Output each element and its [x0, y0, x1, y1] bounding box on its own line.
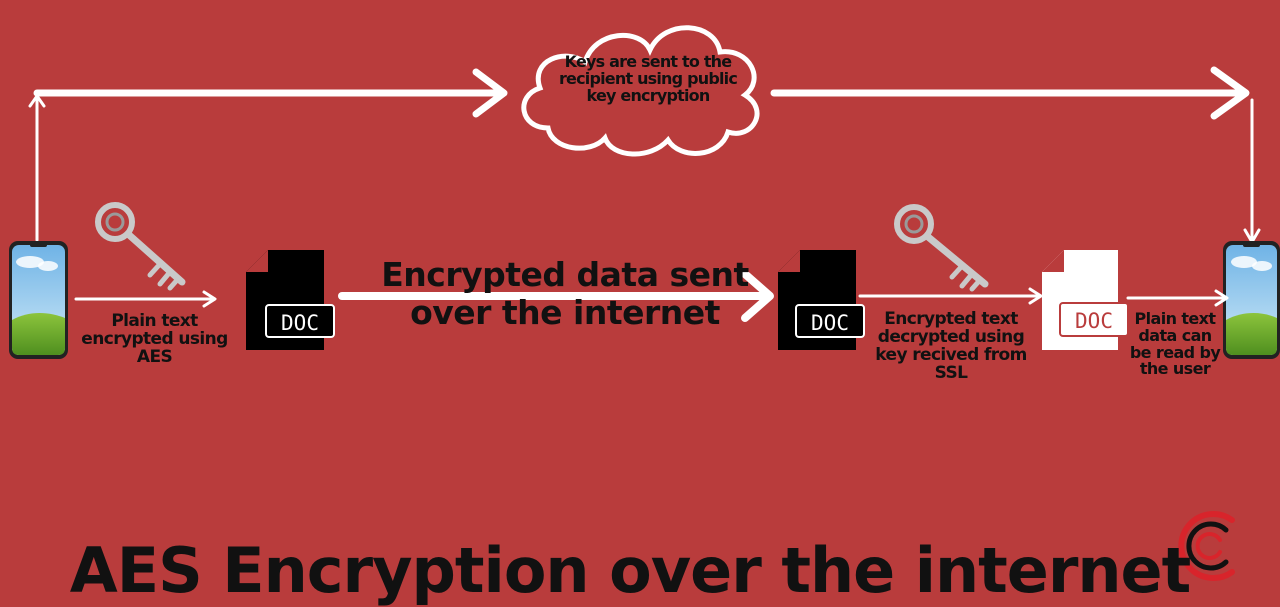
sender-phone-icon [9, 241, 68, 359]
encrypted-document-icon [246, 250, 335, 350]
encrypt-label-line-2: encrypted using [81, 328, 228, 349]
decrypt-label-line-2: decrypted using [877, 326, 1025, 347]
cloud-label: Keys are sent to the recipient using pub… [548, 52, 748, 105]
received-doc-label: DOC [811, 311, 849, 335]
logo-icon [1178, 511, 1235, 581]
decrypt-arrow [858, 287, 1043, 305]
read-label-line-3: be read by [1129, 342, 1221, 362]
encryption-key-icon [95, 202, 186, 291]
plain-document-icon [1042, 250, 1129, 350]
key-exchange-arrow-left [28, 68, 508, 242]
transmission-arrow [338, 270, 774, 322]
decrypt-label-line-1: Encrypted text [884, 309, 1018, 329]
encrypted-doc-label: DOC [281, 311, 319, 335]
encrypt-label-line-1: Plain text [111, 311, 198, 331]
read-label-line-4: the user [1139, 359, 1211, 379]
decrypt-label-line-3: key recived from [875, 344, 1027, 365]
read-arrow [1126, 289, 1229, 307]
decryption-key-icon [894, 204, 989, 292]
encrypt-label: Plain text encrypted using AES [62, 311, 247, 367]
cloud-icon [521, 25, 760, 157]
decrypt-label-line-4: SSL [934, 362, 968, 383]
read-label-line-2: data can [1138, 325, 1212, 345]
cloud-label-line-1: Keys are sent to the [564, 52, 733, 71]
transit-label-line-2: over the internet [410, 292, 720, 332]
decrypt-label: Encrypted text decrypted using key reciv… [866, 309, 1036, 383]
recipient-phone-icon [1223, 241, 1280, 359]
page-title: AES Encryption over the internet [69, 534, 1192, 607]
transit-label-line-1: Encrypted data sent [381, 255, 749, 294]
read-label: Plain text data can be read by the user [1126, 309, 1224, 379]
cloud-label-line-3: key encryption [586, 85, 711, 105]
received-document-icon [778, 250, 865, 350]
key-exchange-arrow-right [770, 66, 1261, 244]
transit-label: Encrypted data sent over the internet [360, 256, 770, 332]
read-label-line-1: Plain text [1134, 309, 1217, 328]
encrypt-arrow [74, 290, 217, 308]
plain-doc-label: DOC [1075, 309, 1113, 333]
encrypt-label-line-3: AES [136, 346, 173, 367]
cloud-label-line-2: recipient using public [558, 68, 738, 88]
